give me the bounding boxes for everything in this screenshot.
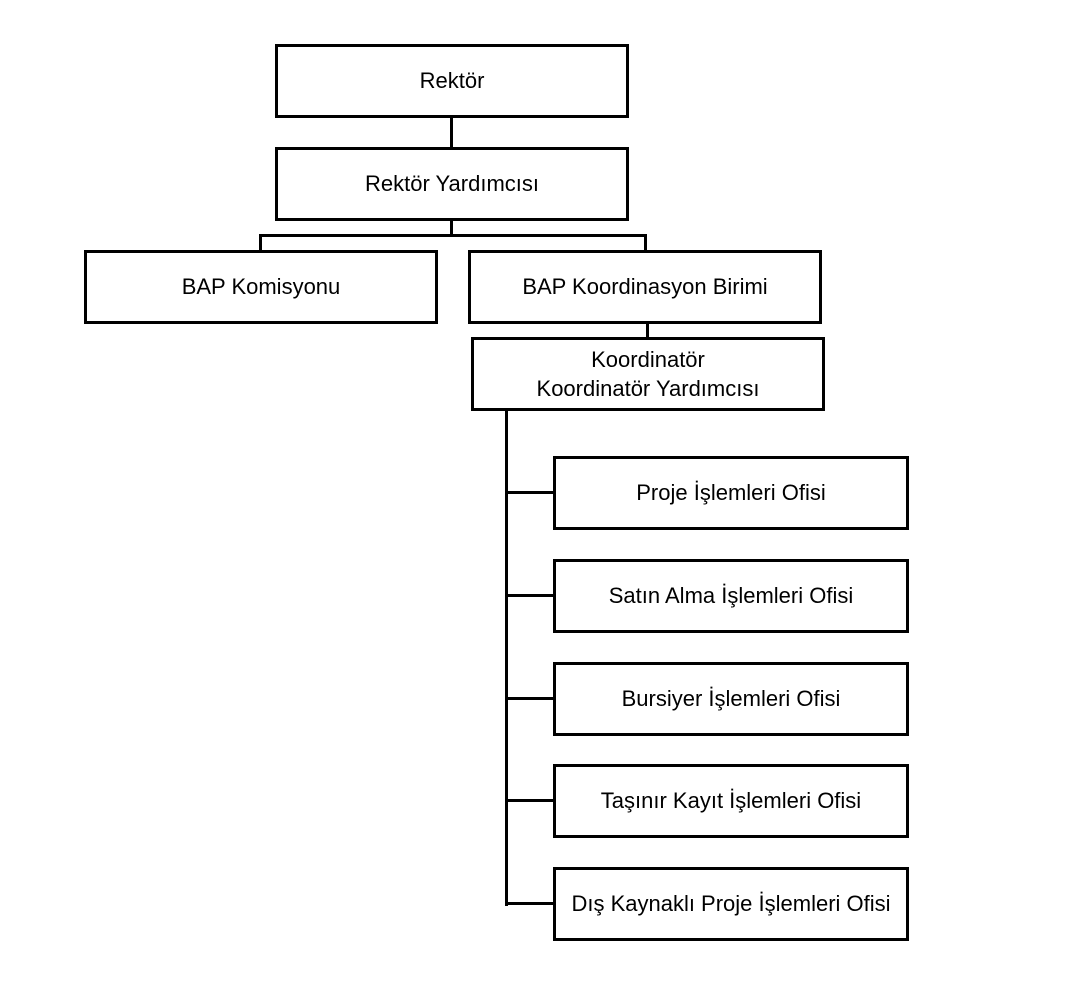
label-office: Proje İşlemleri Ofisi bbox=[636, 480, 826, 505]
label-office: Dış Kaynaklı Proje İşlemleri Ofisi bbox=[571, 891, 891, 916]
connector-office-5 bbox=[505, 902, 555, 905]
connector-rektor-to-yardimcisi bbox=[450, 116, 453, 149]
label-bap-komisyonu: BAP Komisyonu bbox=[181, 274, 341, 299]
connector-koordinasyon-to-koordinator bbox=[646, 322, 649, 339]
connector-yardimcisi-down bbox=[450, 219, 453, 236]
connector-office-2 bbox=[505, 594, 555, 597]
label-office: Satın Alma İşlemleri Ofisi bbox=[608, 583, 854, 608]
box-office-dis-kaynakli: Dış Kaynaklı Proje İşlemleri Ofisi bbox=[553, 867, 909, 941]
box-office-bursiyer: Bursiyer İşlemleri Ofisi bbox=[553, 662, 909, 736]
label-office: Bursiyer İşlemleri Ofisi bbox=[621, 686, 841, 711]
connector-to-komisyonu bbox=[259, 234, 262, 251]
connector-office-1 bbox=[505, 491, 555, 494]
connector-vertical-trunk bbox=[505, 409, 508, 906]
label-koordinator: Koordinatör bbox=[591, 347, 705, 372]
box-office-satin-alma: Satın Alma İşlemleri Ofisi bbox=[553, 559, 909, 633]
box-office-tasinir-kayit: Taşınır Kayıt İşlemleri Ofisi bbox=[553, 764, 909, 838]
label-rektor-yardimcisi: Rektör Yardımcısı bbox=[364, 171, 539, 196]
box-koordinator: Koordinatör Koordinatör Yardımcısı bbox=[471, 337, 825, 411]
label-koordinator-yardimcisi: Koordinatör Yardımcısı bbox=[536, 376, 760, 401]
connector-office-4 bbox=[505, 799, 555, 802]
box-office-proje: Proje İşlemleri Ofisi bbox=[553, 456, 909, 530]
box-rektor: Rektör bbox=[275, 44, 629, 118]
label-rektor: Rektör bbox=[419, 68, 485, 93]
connector-horizontal-split bbox=[259, 234, 647, 237]
connector-to-koordinasyon bbox=[644, 234, 647, 251]
label-bap-koordinasyon-birimi: BAP Koordinasyon Birimi bbox=[522, 274, 768, 299]
box-bap-koordinasyon-birimi: BAP Koordinasyon Birimi bbox=[468, 250, 822, 324]
box-rektor-yardimcisi: Rektör Yardımcısı bbox=[275, 147, 629, 221]
connector-office-3 bbox=[505, 697, 555, 700]
label-office: Taşınır Kayıt İşlemleri Ofisi bbox=[600, 788, 862, 813]
box-bap-komisyonu: BAP Komisyonu bbox=[84, 250, 438, 324]
